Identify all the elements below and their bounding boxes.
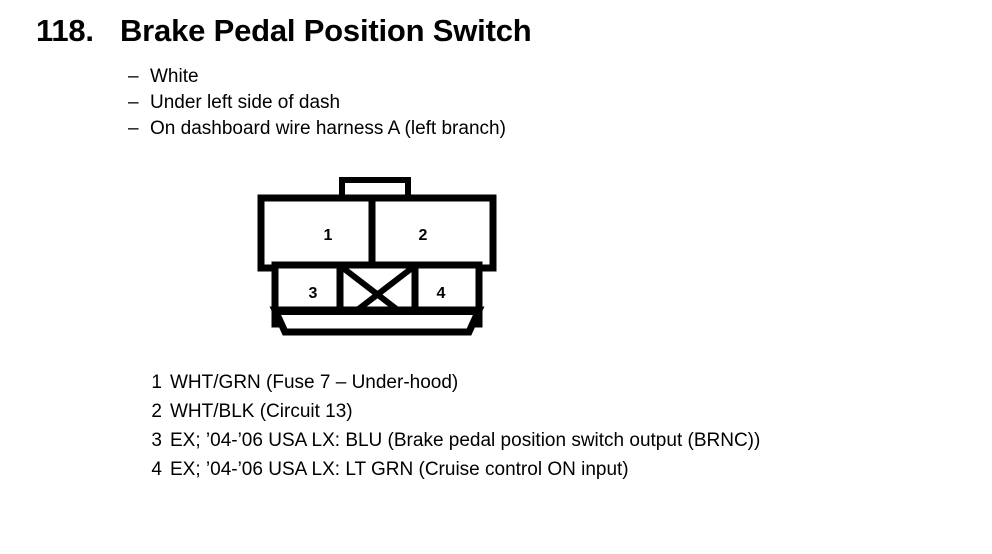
pin-description: EX; ’04-’06 USA LX: LT GRN (Cruise contr…	[170, 459, 629, 480]
pin-number: 3	[151, 430, 162, 451]
description-list: –White –Under left side of dash –On dash…	[128, 64, 506, 142]
dash-icon: –	[128, 66, 139, 87]
description-line-text: White	[150, 66, 199, 87]
pin-number: 2	[151, 401, 162, 422]
page-title: 118. Brake Pedal Position Switch	[36, 12, 532, 50]
pin-list-item: 3 EX; ’04-’06 USA LX: BLU (Brake pedal p…	[140, 426, 760, 455]
pin-description: WHT/GRN (Fuse 7 – Under-hood)	[170, 372, 459, 393]
description-line: –White	[128, 64, 506, 90]
connector-svg: 1 2 3 4	[257, 177, 497, 336]
pin-list-item: 4 EX; ’04-’06 USA LX: LT GRN (Cruise con…	[140, 455, 760, 484]
pin-list-item: 1 WHT/GRN (Fuse 7 – Under-hood)	[140, 368, 760, 397]
pin-assignment-list: 1 WHT/GRN (Fuse 7 – Under-hood) 2 WHT/BL…	[140, 368, 760, 484]
cavity-number-2: 2	[419, 227, 428, 244]
connector-upper-body	[257, 194, 497, 272]
pin-description: WHT/BLK (Circuit 13)	[170, 401, 353, 422]
cavity-number-4: 4	[437, 285, 446, 302]
connector-diagram: 1 2 3 4	[255, 176, 505, 336]
cavity-number-1: 1	[324, 227, 333, 244]
dash-icon: –	[128, 118, 139, 139]
pin-list-item: 2 WHT/BLK (Circuit 13)	[140, 397, 760, 426]
page-title-text: Brake Pedal Position Switch	[120, 13, 532, 48]
cavity-number-3: 3	[309, 285, 318, 302]
description-line-text: Under left side of dash	[150, 92, 341, 113]
pin-number: 1	[151, 372, 162, 393]
pin-number: 4	[151, 459, 162, 480]
dash-icon: –	[128, 92, 139, 113]
page-title-number: 118.	[36, 13, 94, 48]
connector-base-lip	[275, 307, 479, 315]
pin-description: EX; ’04-’06 USA LX: BLU (Brake pedal pos…	[170, 430, 761, 451]
description-line: –Under left side of dash	[128, 90, 506, 116]
description-line: –On dashboard wire harness A (left branc…	[128, 116, 506, 142]
description-line-text: On dashboard wire harness A (left branch…	[150, 118, 506, 139]
